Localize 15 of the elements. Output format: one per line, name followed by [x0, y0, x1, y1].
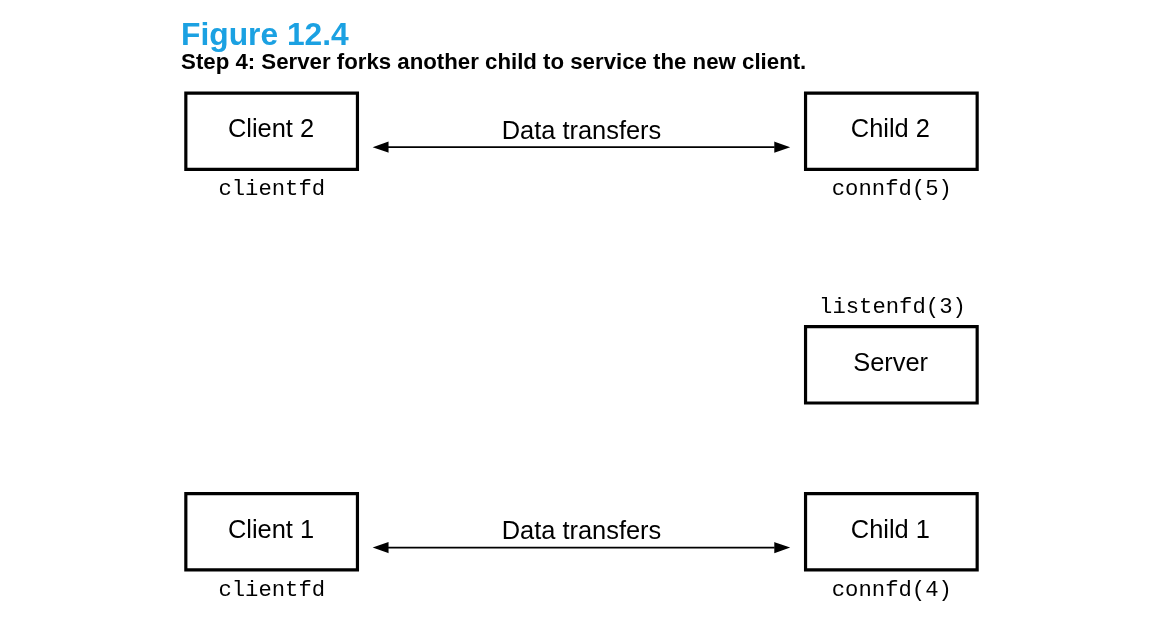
edge-label: Data transfers: [501, 516, 662, 545]
node-label: listenfd(3): [819, 293, 966, 320]
node-label: clientfd: [218, 176, 326, 203]
diagram-title: Figure 12.4: [181, 15, 349, 52]
node-box: Server: [803, 325, 979, 405]
node-box: Child 1: [803, 491, 979, 572]
node-label: connfd(4): [831, 576, 952, 603]
node-label: connfd(5): [831, 176, 952, 203]
node-box: Child 2: [803, 91, 979, 171]
node-label: clientfd: [218, 576, 326, 603]
node-box: Client 2: [184, 91, 360, 171]
arrow: [372, 542, 791, 554]
arrow: [372, 141, 791, 153]
node-box: Client 1: [184, 491, 360, 572]
edge-label: Data transfers: [501, 115, 662, 144]
